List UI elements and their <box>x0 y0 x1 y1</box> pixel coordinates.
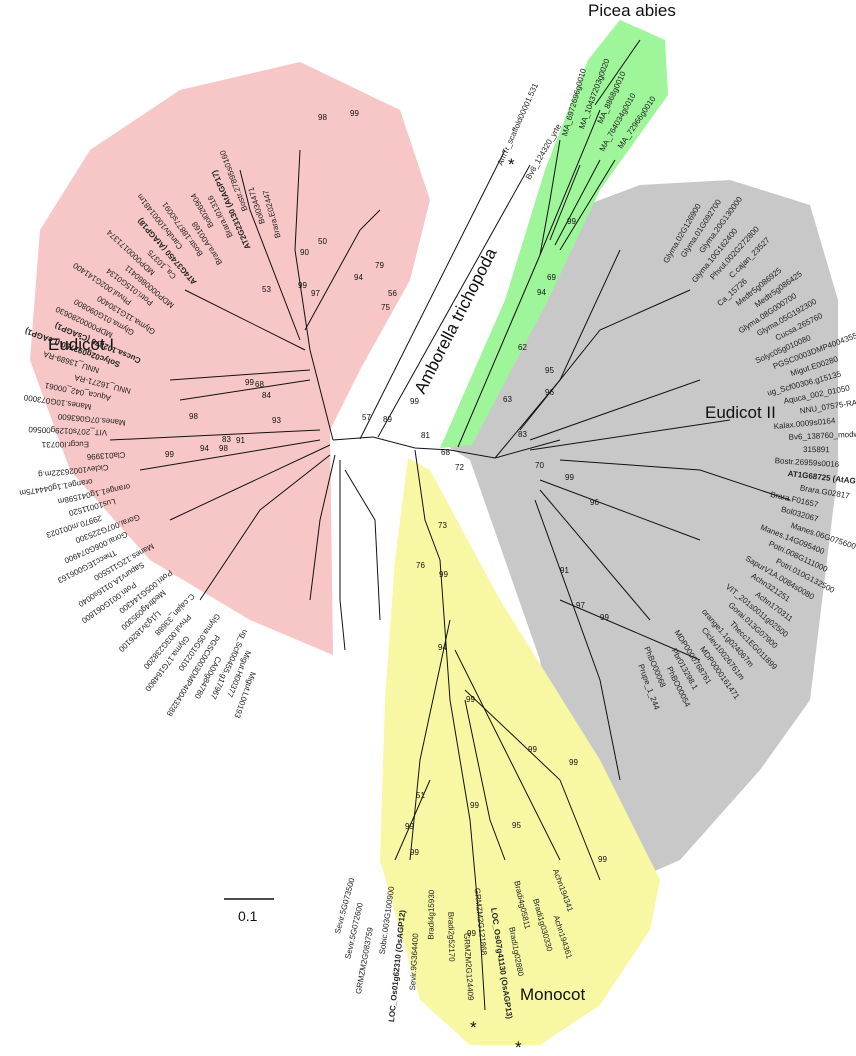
eudicot1-branches <box>109 149 381 651</box>
leaf-label: Bradi2g52170 <box>446 912 456 963</box>
bootstrap-value: 72 <box>455 463 464 472</box>
bootstrap-value: 63 <box>503 395 512 404</box>
bootstrap-value: 53 <box>262 285 271 294</box>
bootstrap-value: 94 <box>537 288 546 297</box>
bootstrap-value: 83 <box>518 430 527 439</box>
branch-to-monocot <box>414 449 441 561</box>
branch-to-amborella-1 <box>359 149 506 440</box>
clade-eudicot2-area <box>450 180 838 895</box>
bootstrap-value: 84 <box>262 391 271 400</box>
clade-monocot-area <box>380 458 660 1045</box>
clade-label-eudicot1: Eudicot I <box>48 335 114 354</box>
bootstrap-value: 93 <box>272 416 281 425</box>
clade-label-monocot: Monocot <box>520 985 585 1004</box>
bootstrap-value: 51 <box>416 791 425 800</box>
bootstrap-value: 91 <box>560 566 569 575</box>
bootstrap-value: 76 <box>416 561 425 570</box>
leaf-label: Eucgr.I00731 <box>41 440 89 449</box>
bootstrap-value: 69 <box>547 273 556 282</box>
bootstrap-value: 99 <box>565 473 574 482</box>
clade-picea-area <box>440 20 668 448</box>
bootstrap-value: 91 <box>236 436 245 445</box>
bootstrap-value: 94 <box>200 444 209 453</box>
bootstrap-value: 99 <box>350 109 359 118</box>
bootstrap-value: 68 <box>441 448 450 457</box>
bootstrap-value: 97 <box>311 289 320 298</box>
bootstrap-value: 83 <box>222 435 231 444</box>
bootstrap-value: 98 <box>318 113 327 122</box>
clade-eudicot1-area <box>30 62 430 655</box>
bootstrap-value: 99 <box>439 570 448 579</box>
bootstrap-value: 99 <box>466 695 475 704</box>
leaf-label: GRMZM2G124409 <box>462 933 475 1002</box>
bootstrap-value: 57 <box>362 413 371 422</box>
bootstrap-value: 96 <box>545 388 554 397</box>
bootstrap-value: 97 <box>576 601 585 610</box>
bootstrap-value: 98 <box>219 444 228 453</box>
bootstrap-value: 73 <box>438 521 447 530</box>
bootstrap-value: 94 <box>354 273 363 282</box>
bootstrap-value: 99 <box>410 848 419 857</box>
bootstrap-value: 99 <box>528 745 537 754</box>
leaf-label: Sevir.9G364400 <box>408 932 420 990</box>
star-marker: * <box>508 155 515 174</box>
branch-to-amborella-2 <box>377 164 531 438</box>
bootstrap-value: 99 <box>567 217 576 226</box>
clade-label-eudicot2: Eudicot II <box>705 403 776 422</box>
leaf-label: Bostr.26959s0016 <box>774 456 839 469</box>
bootstrap-value: 79 <box>375 261 384 270</box>
bootstrap-value: 99 <box>165 450 174 459</box>
bootstrap-value: 75 <box>381 303 390 312</box>
bootstrap-value: 62 <box>518 343 527 352</box>
bootstrap-value: 99 <box>569 758 578 767</box>
bootstrap-value: 56 <box>388 289 397 298</box>
leaf-label: Sobic.003G100900 <box>378 885 397 955</box>
scale-bar-label: 0.1 <box>238 908 258 924</box>
bootstrap-value: 98 <box>189 412 198 421</box>
bootstrap-value: 90 <box>300 248 309 257</box>
bootstrap-value: 99 <box>298 281 307 290</box>
branch-root-center <box>372 436 451 451</box>
monocot-branches <box>394 559 601 1011</box>
bootstrap-value: 95 <box>512 821 521 830</box>
leaf-label: Cla013996 <box>86 450 126 461</box>
bootstrap-value: 99 <box>410 397 419 406</box>
bootstrap-value: 99 <box>598 855 607 864</box>
clade-label-picea: Picea abies <box>588 1 676 20</box>
bootstrap-value: 89 <box>383 415 392 424</box>
bootstrap-value: 96 <box>590 498 599 507</box>
bootstrap-value: 94 <box>438 643 447 652</box>
branch-root-left <box>332 436 374 441</box>
bootstrap-value: 70 <box>535 461 544 470</box>
bootstrap-value: 50 <box>318 237 327 246</box>
bootstrap-value: 99 <box>467 929 476 938</box>
bootstrap-value: 68 <box>255 380 264 389</box>
leaf-label: VIT_207s0129g00560 <box>28 425 108 437</box>
leaf-label: AmTr_scaffold00001.531 <box>496 81 541 166</box>
star-marker: * <box>515 1038 522 1056</box>
leaf-label: Bradi4g15930 <box>426 889 436 940</box>
bootstrap-value: 99 <box>245 378 254 387</box>
eudicot2-branches <box>494 249 791 781</box>
picea-branches <box>539 39 641 256</box>
bootstrap-value: 99 <box>405 822 414 831</box>
leaf-label: 315891 <box>803 445 830 454</box>
bootstrap-value: 99 <box>600 613 609 622</box>
bootstrap-value: 99 <box>470 801 479 810</box>
bootstrap-value: 81 <box>421 431 430 440</box>
star-marker: * <box>470 1018 477 1037</box>
bootstrap-value: 95 <box>545 366 554 375</box>
leaf-label: Bv6_138760_modw <box>788 430 856 442</box>
